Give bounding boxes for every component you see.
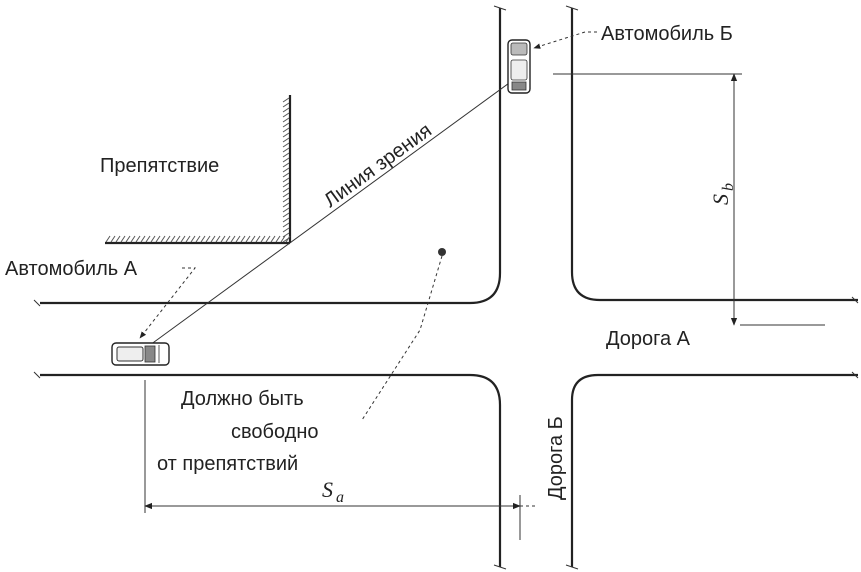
obstacle-hatch bbox=[190, 235, 196, 243]
obstacle-hatch bbox=[270, 235, 276, 243]
obstacle-hatch bbox=[282, 97, 290, 103]
sa-label: S a bbox=[322, 477, 344, 506]
obstacle-hatch bbox=[282, 122, 290, 128]
obstacle-hatch bbox=[282, 182, 290, 188]
obstacle-hatch bbox=[282, 177, 290, 183]
clear-zone-leader bbox=[361, 255, 443, 421]
obstacle-hatch bbox=[282, 152, 290, 158]
obstacle-hatch bbox=[282, 192, 290, 198]
obstacle-hatch bbox=[195, 235, 201, 243]
obstacle-hatch bbox=[170, 235, 176, 243]
obstacle-hatch bbox=[165, 235, 171, 243]
road-a bbox=[33, 5, 859, 570]
obstacle-hatch bbox=[105, 235, 111, 243]
obstacle-hatch bbox=[265, 235, 271, 243]
obstacle-hatch bbox=[282, 117, 290, 123]
svg-text:b: b bbox=[720, 183, 737, 191]
obstacle-hatch bbox=[145, 235, 151, 243]
road-a-label: Дорога А bbox=[606, 328, 691, 350]
obstacle-hatch bbox=[215, 235, 221, 243]
obstacle-hatch bbox=[180, 235, 186, 243]
obstacle-hatch bbox=[285, 235, 291, 243]
obstacle-hatch bbox=[135, 235, 141, 243]
obstacle-hatch bbox=[282, 147, 290, 153]
obstacle-hatch bbox=[275, 235, 281, 243]
obstacle-hatch bbox=[282, 232, 290, 238]
obstacle-hatch bbox=[282, 157, 290, 163]
obstacle-label: Препятствие bbox=[100, 155, 219, 177]
obstacle-hatch bbox=[220, 235, 226, 243]
obstacle-hatch bbox=[282, 197, 290, 203]
obstacle-hatch bbox=[250, 235, 256, 243]
obstacle-hatch bbox=[282, 137, 290, 143]
obstacle-boundary bbox=[105, 95, 292, 245]
obstacle-hatch bbox=[140, 235, 146, 243]
line-of-sight-label: Линия зрения bbox=[320, 119, 436, 212]
obstacle-hatch bbox=[185, 235, 191, 243]
obstacle-hatch bbox=[255, 235, 261, 243]
obstacle-hatch bbox=[280, 235, 286, 243]
svg-text:S: S bbox=[708, 194, 733, 205]
obstacle-hatch bbox=[230, 235, 236, 243]
sa-dimension bbox=[144, 380, 535, 540]
obstacle-hatch bbox=[282, 217, 290, 223]
obstacle-hatch bbox=[282, 132, 290, 138]
svg-text:S: S bbox=[322, 477, 333, 502]
obstacle-hatch bbox=[282, 127, 290, 133]
car-a-label: Автомобиль А bbox=[5, 258, 138, 280]
car-b-label: Автомобиль Б bbox=[601, 23, 733, 45]
obstacle-hatch bbox=[282, 202, 290, 208]
car-a-icon bbox=[111, 342, 170, 366]
obstacle-hatch bbox=[282, 112, 290, 118]
obstacle-hatch bbox=[282, 142, 290, 148]
obstacle-hatch bbox=[282, 107, 290, 113]
obstacle-hatch bbox=[150, 235, 156, 243]
clear-zone-dot bbox=[438, 248, 446, 256]
road-b-label: Дорога Б bbox=[545, 416, 567, 500]
car-b-leader bbox=[533, 31, 597, 49]
obstacle-hatch bbox=[282, 187, 290, 193]
line-of-sight bbox=[149, 77, 517, 346]
clear-zone-line-3: от препятствий bbox=[157, 453, 298, 475]
obstacle-hatch bbox=[225, 235, 231, 243]
obstacle-hatch bbox=[282, 172, 290, 178]
obstacle-hatch bbox=[115, 235, 121, 243]
obstacle-hatch bbox=[282, 227, 290, 233]
obstacle-hatch bbox=[282, 102, 290, 108]
obstacle-hatch bbox=[210, 235, 216, 243]
clear-zone-line-2: свободно bbox=[231, 421, 319, 443]
obstacle-hatch bbox=[175, 235, 181, 243]
sb-label: S b bbox=[708, 183, 737, 205]
obstacle-hatch bbox=[245, 235, 251, 243]
obstacle-hatch bbox=[120, 235, 126, 243]
obstacle-hatch bbox=[160, 235, 166, 243]
obstacle-hatch bbox=[282, 162, 290, 168]
obstacle-hatch bbox=[282, 207, 290, 213]
car-b-icon bbox=[507, 39, 531, 94]
car-a-leader bbox=[139, 267, 197, 339]
obstacle-hatch bbox=[260, 235, 266, 243]
obstacle-hatch bbox=[200, 235, 206, 243]
obstacle-hatch bbox=[130, 235, 136, 243]
obstacle-hatch bbox=[125, 235, 131, 243]
svg-text:a: a bbox=[336, 489, 344, 506]
obstacle-hatch bbox=[282, 212, 290, 218]
clear-zone-line-1: Должно быть bbox=[181, 388, 304, 410]
sb-dimension bbox=[553, 73, 825, 326]
obstacle-hatch bbox=[282, 167, 290, 173]
obstacle-hatch bbox=[235, 235, 241, 243]
obstacle-hatch bbox=[240, 235, 246, 243]
obstacle-hatch bbox=[110, 235, 116, 243]
obstacle-hatch bbox=[205, 235, 211, 243]
obstacle-hatch bbox=[155, 235, 161, 243]
obstacle-hatch bbox=[282, 222, 290, 228]
